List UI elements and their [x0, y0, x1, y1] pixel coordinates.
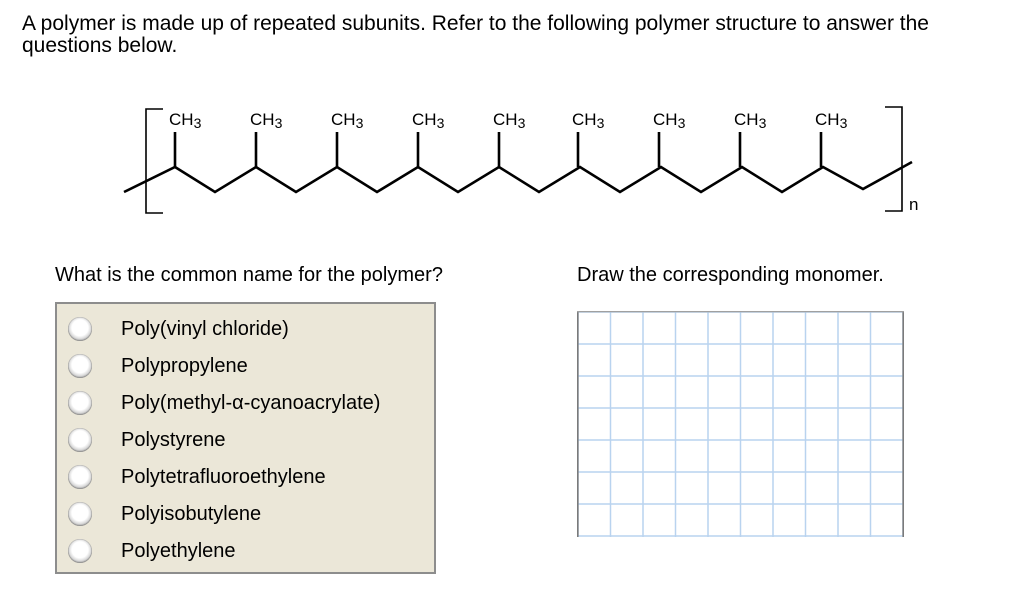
methyl-label: CH3	[331, 110, 364, 131]
repeat-brackets	[145, 106, 903, 214]
methyl-label: CH3	[734, 110, 767, 131]
question-monomer-prompt: Draw the corresponding monomer.	[577, 264, 884, 286]
radio-button[interactable]	[68, 539, 92, 563]
choice-label: Poly(vinyl chloride)	[121, 317, 289, 340]
choice-label: Polyethylene	[121, 539, 236, 562]
methyl-label: CH3	[653, 110, 686, 131]
methyl-label: CH3	[493, 110, 526, 131]
methyl-label: CH3	[412, 110, 445, 131]
radio-button[interactable]	[68, 465, 92, 489]
methyl-subscript: 3	[194, 115, 202, 131]
methyl-subscript: 3	[356, 115, 364, 131]
repeat-subscript: n	[909, 195, 918, 214]
drawing-grid[interactable]	[577, 311, 904, 537]
methyl-subscript: 3	[759, 115, 767, 131]
methyl-subscript: 3	[518, 115, 526, 131]
answer-choices: Poly(vinyl chloride) Polypropylene Poly(…	[55, 302, 436, 574]
radio-button[interactable]	[68, 391, 92, 415]
methyl-subscript: 3	[597, 115, 605, 131]
intro-text: A polymer is made up of repeated subunit…	[22, 12, 929, 57]
methyl-subscript: 3	[275, 115, 283, 131]
radio-button[interactable]	[68, 428, 92, 452]
choice-label: Polyisobutylene	[121, 502, 262, 525]
methyl-label: CH3	[169, 110, 202, 131]
choice-label: Polytetrafluoroethylene	[121, 465, 326, 488]
choice-label: Polystyrene	[121, 428, 226, 451]
polymer-structure: CH3 CH3 CH3 CH3 CH3 CH3 CH3 CH3 CH3 n	[123, 106, 918, 214]
methyl-subscript: 3	[678, 115, 686, 131]
choice-label: Poly(methyl-α-cyanoacrylate)	[121, 391, 381, 414]
methyl-label: CH3	[250, 110, 283, 131]
methyl-labels: CH3 CH3 CH3 CH3 CH3 CH3 CH3 CH3 CH3	[169, 110, 848, 131]
methyl-label: CH3	[815, 110, 848, 131]
right-bracket	[885, 106, 903, 212]
backbone-zigzag	[123, 160, 913, 194]
polymer-backbone	[123, 132, 913, 194]
radio-button[interactable]	[68, 502, 92, 526]
radio-button[interactable]	[68, 317, 92, 341]
radio-button[interactable]	[68, 354, 92, 378]
choice-label: Polypropylene	[121, 354, 248, 377]
methyl-subscript: 3	[840, 115, 848, 131]
methyl-label: CH3	[572, 110, 605, 131]
methyl-subscript: 3	[437, 115, 445, 131]
question-name-prompt: What is the common name for the polymer?	[55, 264, 443, 286]
left-bracket	[145, 108, 163, 214]
